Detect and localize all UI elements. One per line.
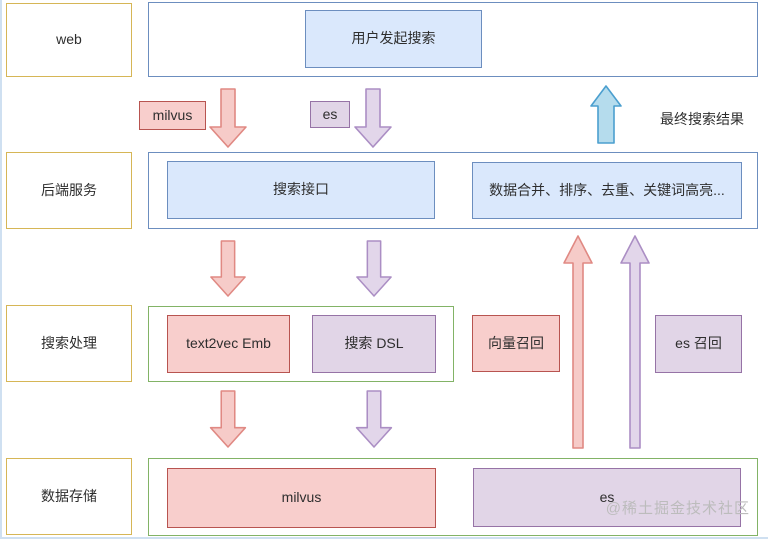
node-search-api: 搜索接口 xyxy=(167,161,435,219)
node-es-store-label: es xyxy=(599,488,615,505)
node-milvus-store-label: milvus xyxy=(281,489,322,506)
lane-backend: 后端服务 xyxy=(6,152,132,229)
tag-milvus-label: milvus xyxy=(152,106,193,123)
tag-es-label: es xyxy=(322,105,338,122)
arrow-web-to-backend-milvus-icon xyxy=(209,88,247,148)
arrow-final-result-up-icon xyxy=(590,85,622,144)
lane-backend-label: 后端服务 xyxy=(41,181,97,198)
node-text2vec-emb-label: text2vec Emb xyxy=(186,335,271,352)
node-search-dsl-label: 搜索 DSL xyxy=(344,335,404,352)
node-user-search: 用户发起搜索 xyxy=(305,10,482,68)
lane-web-label: web xyxy=(56,31,82,48)
lane-web: web xyxy=(6,3,132,77)
arrow-web-to-backend-es-icon xyxy=(354,88,392,148)
tag-es: es xyxy=(310,101,350,128)
arrow-vector-recall-up-icon xyxy=(563,235,593,449)
final-result-label: 最终搜索结果 xyxy=(660,111,744,127)
node-text2vec-emb: text2vec Emb xyxy=(167,315,290,373)
node-user-search-label: 用户发起搜索 xyxy=(351,30,436,47)
lane-process: 搜索处理 xyxy=(6,305,132,382)
node-vector-recall-label: 向量召回 xyxy=(488,334,544,351)
arrow-backend-to-process-es-icon xyxy=(355,240,393,297)
arrow-es-recall-up-icon xyxy=(620,235,650,449)
arrow-process-to-storage-milvus-icon xyxy=(209,390,247,448)
watermark-text: @稀土掘金技术社区 xyxy=(605,500,750,517)
lane-storage: 数据存储 xyxy=(6,458,132,535)
lane-storage-label: 数据存储 xyxy=(41,487,97,504)
arrow-process-to-storage-es-icon xyxy=(355,390,393,448)
node-milvus-store: milvus xyxy=(167,468,436,528)
arrow-backend-to-process-milvus-icon xyxy=(209,240,247,297)
node-merge-sort-dedup-label: 数据合并、排序、去重、关键词高亮... xyxy=(489,181,725,198)
node-es-recall: es 召回 xyxy=(655,315,742,373)
node-search-api-label: 搜索接口 xyxy=(273,181,329,198)
node-es-recall-label: es 召回 xyxy=(675,335,722,352)
node-merge-sort-dedup: 数据合并、排序、去重、关键词高亮... xyxy=(472,162,742,219)
lane-process-label: 搜索处理 xyxy=(41,334,97,351)
node-es-store: es xyxy=(473,468,741,527)
tag-milvus: milvus xyxy=(139,101,206,130)
node-search-dsl: 搜索 DSL xyxy=(312,315,436,373)
node-vector-recall: 向量召回 xyxy=(472,315,560,372)
